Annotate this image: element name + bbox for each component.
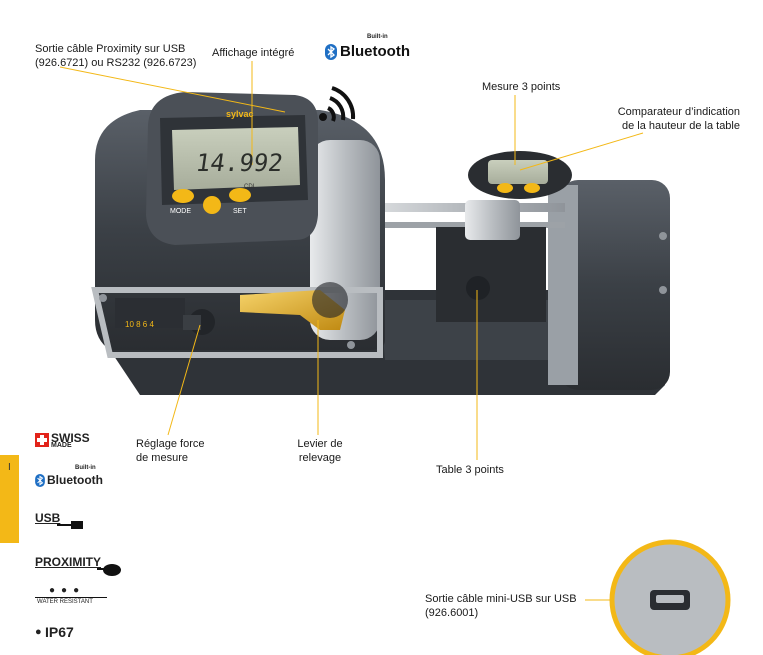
water-drops-icon: ●●● (49, 585, 86, 596)
water-text: WATER RESISTANT (37, 599, 93, 605)
measure-anvil (465, 200, 520, 240)
force-scale: 10 8 6 4 (125, 320, 154, 329)
usb-text: USB (35, 511, 61, 525)
label-measure3: Mesure 3 points (482, 81, 561, 93)
table-block (436, 227, 546, 322)
wireless-icon (319, 86, 356, 122)
usb-logo: USB (35, 511, 95, 531)
ip-text: IP67 (45, 624, 74, 640)
rail-top (340, 203, 565, 212)
label-table3: Table 3 points (436, 464, 504, 476)
label-cable-usb: Sortie câble Proximity sur USB (926.6721… (35, 43, 197, 69)
sidebar-marker: I (8, 462, 11, 473)
label-display: Affichage intégré (212, 47, 295, 59)
label-force: Réglage force de mesure (136, 438, 205, 464)
center-button[interactable] (203, 196, 221, 214)
proximity-logo: PROXIMITY (35, 555, 125, 579)
bluetooth-badge-top: Built-in (367, 34, 388, 40)
mode-label: MODE (170, 208, 191, 215)
proximity-text: PROXIMITY (35, 555, 102, 569)
label-mini-usb: Sortie câble mini-USB sur USB (926.6001) (425, 593, 577, 619)
ip-drop-icon: ● (35, 626, 42, 638)
sidebar-bluetooth-logo: Built-in Bluetooth (35, 465, 115, 491)
rear-stand (560, 180, 670, 390)
set-button[interactable] (229, 188, 251, 202)
proximity-plug-icon (97, 564, 121, 576)
sidebar-bluetooth-icon (35, 474, 45, 487)
lcd-screen (172, 127, 300, 190)
swiss-text: SWISS (51, 431, 90, 445)
lcd-reading: 14.992 (194, 149, 285, 177)
lcd-unit: CDL (244, 184, 257, 190)
label-comparator: Comparateur d’indication de la hauteur d… (617, 106, 740, 132)
bluetooth-badge-name: Bluetooth (340, 43, 410, 60)
mode-button[interactable] (172, 189, 194, 203)
swiss-sub: MADE (51, 442, 72, 449)
ip67-logo: ● IP67 (35, 624, 105, 644)
bluetooth-icon (325, 44, 337, 60)
sidebar-bt-top: Built-in (75, 465, 96, 471)
brand-logo: sylvac (226, 109, 254, 119)
water-resistant-logo: ●●● WATER RESISTANT (35, 585, 115, 611)
label-lever: Levier de relevage (297, 438, 343, 464)
sidebar-bt-name: Bluetooth (47, 473, 103, 487)
sidebar-accent (0, 455, 19, 543)
set-label: SET (233, 208, 247, 215)
swiss-made-logo: SWISS MADE (35, 431, 105, 452)
usb-plug-icon (57, 521, 83, 529)
bluetooth-badge: Built-in Bluetooth (325, 34, 415, 64)
